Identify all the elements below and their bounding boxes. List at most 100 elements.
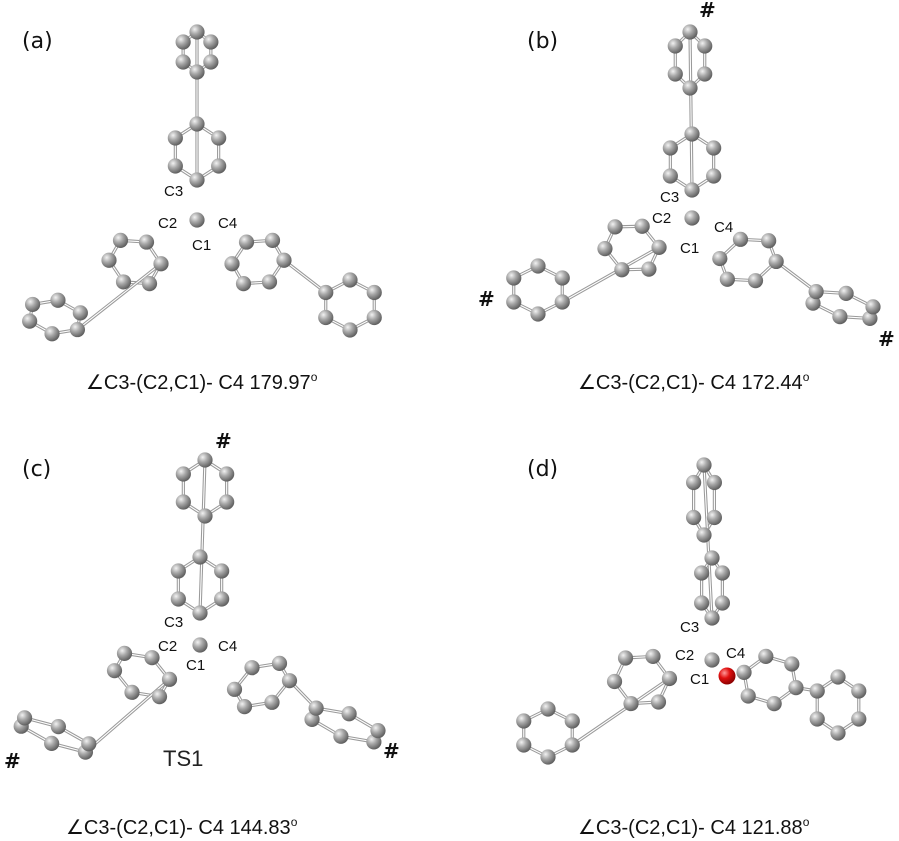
panel-c-hash-right: # [383,739,400,763]
panel-a-carbon-atom [22,313,38,329]
panel-c-bond-highlight [199,459,206,614]
panel-d-carbon-atom [606,673,623,690]
panel-c-carbon-atom [219,494,235,510]
panel-a-bond-highlight [76,263,162,331]
panel-c-molecule [13,452,386,760]
panel-b-carbon-atom [682,24,698,40]
panel-a-carbon-atom [167,158,183,174]
panel-a-carbon-atom [238,234,255,250]
panel-a-carbon-atom [211,130,227,146]
panel-a-atoms [22,24,382,342]
panel-b-carbon-atom [805,295,821,311]
panel-a-angle-value: ∠C3-(C2,C1)- C4 179.97 [86,372,311,394]
panel-c-carbon-atom [161,671,178,687]
panel-b-angle-caption: ∠C3-(C2,C1)- C4 172.44o [578,370,810,394]
panel-c-carbon-atom [281,673,298,689]
panel-a-carbon-atom [189,116,205,132]
panel-b-carbon-atom [662,140,678,156]
panel-b-atom-c2: C2 [652,210,671,227]
panel-b-carbon-atom [832,308,848,325]
panel-a-carbon-atom [318,284,334,301]
panel-d-carbon-atom [740,688,756,704]
panel-a-carbon-atom [167,130,183,146]
panel-d-carbon-atom [758,648,774,664]
panel-c-carbon-atom [341,706,357,722]
panel-d-bond-highlight [703,464,713,619]
panel-b-carbon-atom [706,168,722,184]
panel-a-carbon-atom [138,234,155,250]
panel-b-carbon-atom [808,283,824,300]
panel-d-carbon-atom [694,595,710,611]
panel-c-carbon-atom [333,728,349,744]
panel-d-carbon-atom [623,695,639,712]
panel-d-atom-c4: C4 [726,645,745,662]
panel-d: (d) C3 C2 C4 C1 ∠C3-(C2,C1)- C4 121.88o [516,457,867,839]
panel-c-carbon-atom [264,694,280,710]
panel-b-bond-highlight [689,31,693,191]
panel-a-carbon-atom [235,276,252,292]
panel-c-carbon-atom [271,655,288,671]
panel-d-carbon-atom [564,713,580,729]
panel-d-atom-c3: C3 [680,619,699,636]
panel-a: (a) C3 C2 C4 C1 ∠C3-(C2,C1)- C4 179.97o [22,24,382,394]
panel-c: (c) C3 C2 C4 C1 # # # TS1 ∠C3-(C2,C1)- C… [4,429,400,839]
panel-b-hash-right: # [878,327,895,351]
panel-c-atom-c3: C3 [164,614,183,631]
panel-d-carbon-atom [704,610,720,626]
panel-d-carbon-atom [830,669,846,685]
panel-b-carbon-atom [682,80,698,96]
panel-a-label: (a) [22,29,53,54]
panel-b-carbon-atom [706,140,722,156]
panel-a-bond-highlight [283,259,327,294]
panel-a-carbon-atom [101,252,117,268]
panel-d-atom-c1: C1 [690,671,709,688]
panel-a-carbon-atom [189,24,205,40]
panel-c-atom-c2: C2 [158,638,177,655]
panel-b-angle-value: ∠C3-(C2,C1)- C4 172.44 [578,372,803,394]
panel-d-carbon-atom [809,683,825,699]
panel-a-carbon-atom [224,256,240,272]
panel-d-carbon-atom [696,527,712,543]
panel-a-carbon-atom [189,64,205,80]
panel-b-carbon-atom [614,262,630,278]
panel-d-carbon-atom [784,656,800,672]
panel-a-carbon-atom [203,54,219,70]
panel-d-carbon-atom [851,711,867,727]
panel-d-carbon-atom [516,713,532,729]
panel-d-label: (d) [527,457,558,482]
panel-a-carbon-atom [211,158,227,174]
panel-d-carbon-atom [540,701,556,717]
panel-a-carbon-atom [189,172,205,188]
panel-c-carbon-atom [370,723,386,739]
panel-d-carbon-atom [851,683,867,699]
panel-d-degree-sign: o [803,815,810,829]
panel-b-carbon-atom [641,261,657,277]
panel-c-carbon-atom [44,735,60,751]
panel-c-hash-top: # [215,429,232,453]
panel-c-carbon-atom [192,637,208,653]
panel-c-carbon-atom [16,710,33,726]
panel-d-carbon-atom [661,670,678,687]
panel-a-carbon-atom [115,274,132,290]
panel-c-carbon-atom [81,736,97,752]
panel-b-atom-c3: C3 [660,189,679,206]
panel-c-carbon-atom [236,699,253,715]
panel-b-carbon-atom [697,38,713,54]
panel-b-carbon-atom [662,168,678,184]
panel-d-angle-value: ∠C3-(C2,C1)- C4 121.88 [578,817,803,839]
panel-a-carbon-atom [203,34,219,50]
panel-c-state-label: TS1 [163,746,203,771]
panel-b-carbon-atom [506,270,522,286]
panel-d-carbon-atom [645,648,661,665]
panel-d-carbon-atom [704,652,720,668]
panel-a-carbon-atom [72,305,88,321]
panel-a-carbon-atom [342,272,358,288]
panel-b-carbon-atom [554,270,570,286]
panel-c-label: (c) [22,457,51,482]
panel-d-carbon-atom [706,474,722,491]
panel-d-carbon-atom [617,650,634,666]
panel-b-carbon-atom [634,218,650,234]
panel-c-carbon-atom [170,563,186,579]
panel-b-carbon-atom [651,239,667,255]
panel-c-carbon-atom [50,719,66,735]
